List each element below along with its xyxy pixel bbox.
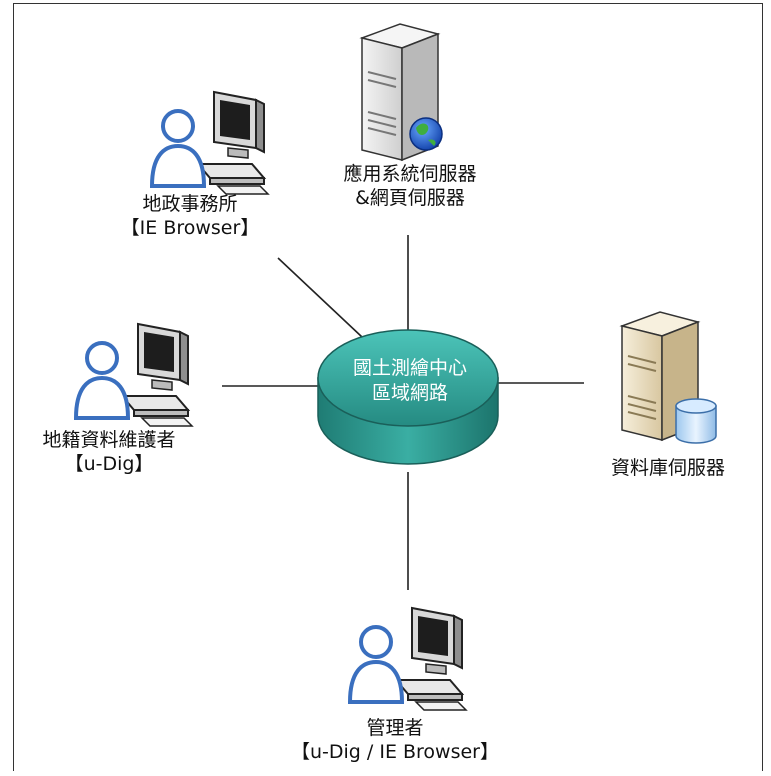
app-server-label-line1: 應用系統伺服器 — [343, 163, 477, 185]
land-office-client: 【IE Browser】 — [120, 217, 260, 239]
cadastral-maintainer-client: 【u-Dig】 — [64, 453, 154, 475]
cadastral-maintainer-label: 地籍資料維護者 【u-Dig】 — [4, 428, 214, 476]
admin-label: 管理者 【u-Dig / IE Browser】 — [250, 716, 540, 764]
globe-icon — [409, 117, 443, 151]
cadastral-maintainer-name: 地籍資料維護者 — [42, 429, 176, 451]
user-workstation-icon — [348, 606, 468, 712]
line-land-office — [277, 257, 363, 338]
db-server-label: 資料庫伺服器 — [588, 456, 748, 480]
hub-label: 國土測繪中心 區域網路 — [330, 356, 490, 406]
hub-label-line1: 國土測繪中心 — [352, 357, 467, 379]
app-server-label-line2: &網頁伺服器 — [355, 187, 465, 209]
land-office-name: 地政事務所 — [142, 193, 238, 215]
user-workstation-icon — [150, 90, 270, 196]
database-server-icon — [619, 311, 717, 444]
connection-lines — [222, 235, 584, 590]
db-server-name: 資料庫伺服器 — [610, 457, 725, 479]
diagram-frame — [13, 3, 763, 771]
admin-client: 【u-Dig / IE Browser】 — [291, 741, 499, 763]
network-hub — [317, 329, 499, 465]
admin-name: 管理者 — [366, 717, 424, 739]
user-workstation-icon — [74, 322, 194, 428]
web-server-icon — [359, 23, 443, 162]
app-server-label: 應用系統伺服器 &網頁伺服器 — [310, 162, 510, 210]
hub-label-line2: 區域網路 — [371, 382, 448, 404]
land-office-label: 地政事務所 【IE Browser】 — [90, 192, 290, 240]
